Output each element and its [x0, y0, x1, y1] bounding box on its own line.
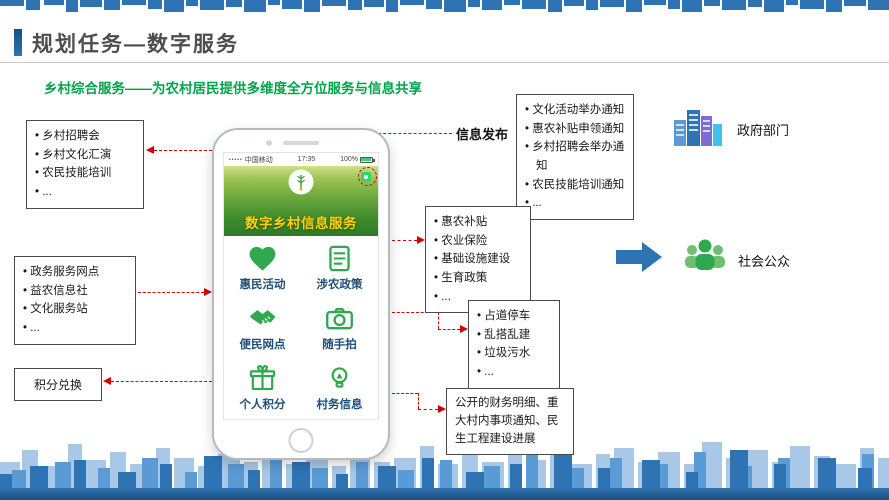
policy-box: 惠农补贴 农业保险 基础设施建设 生育政策 ...	[425, 206, 531, 314]
app-item-zhengce[interactable]: 涉农政策	[303, 243, 377, 292]
list-item: 农业保险	[434, 232, 522, 251]
title-accent-bar	[14, 29, 22, 56]
government-building-icon	[674, 110, 722, 146]
carrier-label: 中国移动	[244, 156, 273, 164]
connector-points-line	[111, 381, 212, 382]
heart-icon	[249, 247, 276, 271]
arrowhead-right-icon	[438, 405, 446, 413]
arrowhead-left-icon	[103, 377, 111, 385]
info-publish-label: 信息发布	[456, 127, 509, 142]
connector-village-line	[418, 393, 419, 409]
connector-info-h-line	[368, 133, 452, 134]
app-label: 个人积分	[239, 398, 286, 411]
connector-service-line	[138, 292, 204, 293]
list-item: ...	[23, 319, 127, 338]
arrowhead-right-icon	[417, 236, 425, 244]
policy-document-icon	[329, 246, 350, 272]
flow-arrow-icon	[616, 242, 662, 272]
app-grid: 惠民活动 涉农政策	[224, 236, 378, 419]
app-item-huimin[interactable]: 惠民活动	[226, 243, 300, 292]
handshake-icon	[249, 310, 276, 325]
connector-village-line	[392, 393, 418, 394]
list-item: 乱搭乱建	[477, 326, 551, 345]
village-box-text: 公开的财务明细、重大村内事项通知、民生工程建设进展	[455, 397, 559, 445]
list-item: ...	[35, 183, 135, 202]
list-item: 乡村文化汇演	[35, 146, 135, 165]
list-item: 占道停车	[477, 307, 551, 326]
subtitle: 乡村综合服务——为农村居民提供多维度全方位服务与信息共享	[44, 81, 422, 96]
list-item: 惠农补贴申领通知	[525, 120, 625, 139]
highlight-circle	[358, 167, 377, 186]
phone-screen: 中国移动 17:35 100% 数字乡村信息服务	[223, 152, 379, 420]
points-box: 积分兑换	[14, 368, 102, 401]
list-item: 政务服务网点	[23, 263, 127, 282]
list-item: 农民技能培训	[35, 164, 135, 183]
list-item: 乡村招聘会举办通知	[525, 138, 625, 175]
skyline-top-decoration	[0, 0, 889, 12]
notice-box: 文化活动举办通知 惠农补贴申领通知 乡村招聘会举办通知 农民技能培训通知 ...	[516, 94, 634, 220]
public-label: 社会公众	[738, 254, 791, 269]
app-label: 惠民活动	[239, 279, 286, 292]
list-item: 文化活动举办通知	[525, 101, 625, 120]
list-item: 益农信息社	[23, 282, 127, 301]
app-title: 数字乡村信息服务	[245, 216, 357, 231]
app-label: 涉农政策	[316, 279, 363, 292]
points-box-label: 积分兑换	[33, 378, 82, 392]
home-button[interactable]	[288, 428, 314, 453]
list-item: 惠农补贴	[434, 213, 522, 232]
signal-icon	[229, 156, 243, 163]
battery-icon	[359, 156, 375, 163]
app-label: 随手拍	[322, 338, 357, 351]
list-item: 生育政策	[434, 269, 522, 288]
app-label: 便民网点	[239, 338, 286, 351]
list-item: 基础设施建设	[434, 250, 522, 269]
phone-speaker-icon	[283, 141, 319, 145]
arrowhead-right-icon	[204, 288, 212, 296]
service-box: 政务服务网点 益农信息社 文化服务站 ...	[14, 256, 136, 345]
skyline-bottom-decoration	[0, 442, 889, 500]
recruit-box: 乡村招聘会 乡村文化汇演 农民技能培训 ...	[26, 120, 144, 209]
list-item: ...	[477, 363, 551, 382]
report-box: 占道停车 乱搭乱建 垃圾污水 ...	[468, 300, 560, 389]
app-item-suishoupai[interactable]: 随手拍	[303, 303, 377, 352]
app-item-wangdian[interactable]: 便民网点	[226, 303, 300, 352]
list-item: ...	[434, 288, 522, 307]
arrowhead-right-icon	[460, 325, 468, 333]
list-item: 垃圾污水	[477, 344, 551, 363]
app-item-cunwu[interactable]: 村务信息	[303, 363, 377, 412]
list-item: 乡村招聘会	[35, 127, 135, 146]
wheat-logo-icon	[288, 169, 314, 195]
app-item-jifen[interactable]: 个人积分	[226, 363, 300, 412]
gift-icon	[249, 364, 276, 390]
title-divider	[0, 62, 889, 63]
list-item: 文化服务站	[23, 300, 127, 319]
time-label: 17:35	[297, 156, 316, 163]
connector-village-line	[418, 409, 438, 410]
camera-icon	[326, 308, 353, 330]
bulb-icon	[331, 366, 348, 388]
connector-report-line	[392, 312, 438, 313]
app-banner: 数字乡村信息服务	[224, 166, 378, 236]
page-title: 规划任务—数字服务	[32, 33, 239, 56]
app-label: 村务信息	[316, 398, 363, 411]
phone-camera-icon	[266, 140, 272, 146]
village-box: 公开的财务明细、重大村内事项通知、民生工程建设进展	[446, 388, 574, 456]
battery-label: 100%	[340, 156, 358, 163]
government-label: 政府部门	[737, 123, 790, 138]
connector-report-line	[438, 312, 439, 329]
list-item: 农民技能培训通知	[525, 176, 625, 195]
public-people-icon	[685, 239, 725, 270]
connector-report-line	[438, 329, 460, 330]
list-item: ...	[525, 194, 625, 213]
connector-recruit-line	[154, 150, 212, 151]
status-bar: 中国移动 17:35 100%	[224, 153, 378, 166]
arrowhead-left-icon	[146, 146, 154, 154]
connector-policy-line	[392, 240, 417, 241]
